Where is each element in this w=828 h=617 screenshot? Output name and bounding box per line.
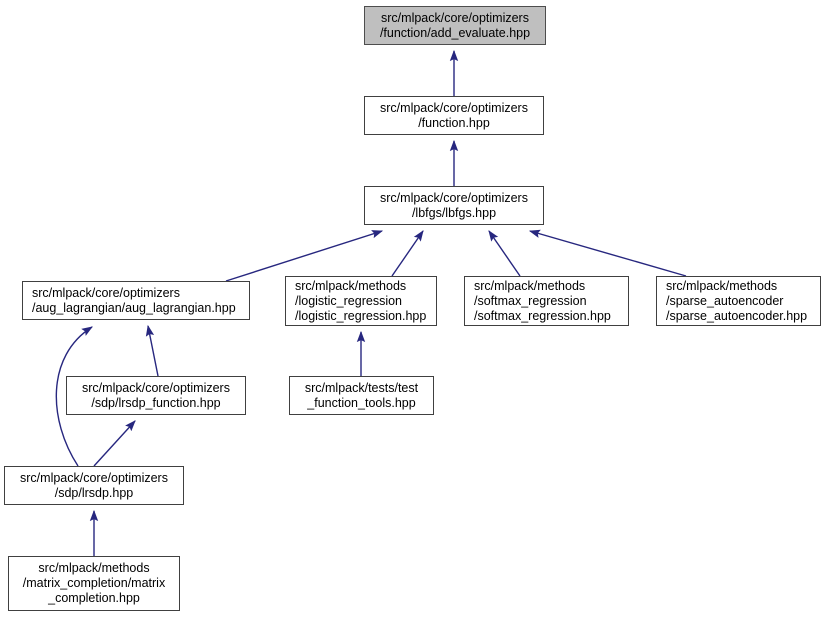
node-label-line: src/mlpack/core/optimizers	[82, 380, 230, 395]
node-label-line: /lbfgs/lbfgs.hpp	[411, 205, 497, 220]
node-aug_lagrangian[interactable]: src/mlpack/core/optimizers/aug_lagrangia…	[22, 281, 250, 320]
node-label-line: _function_tools.hpp	[307, 395, 416, 410]
node-label-line: src/mlpack/core/optimizers	[32, 285, 180, 300]
node-label-line: src/mlpack/core/optimizers	[20, 470, 168, 485]
node-label-line: /logistic_regression	[295, 293, 402, 308]
node-label-line: /aug_lagrangian/aug_lagrangian.hpp	[32, 300, 236, 315]
node-label-line: src/mlpack/core/optimizers	[380, 190, 528, 205]
node-matrix_completion[interactable]: src/mlpack/methods/matrix_completion/mat…	[8, 556, 180, 611]
edge-lrsdp-to-lrsdp-function	[93, 420, 136, 467]
node-lbfgs[interactable]: src/mlpack/core/optimizers/lbfgs/lbfgs.h…	[364, 186, 544, 225]
edge-aug-lagrangian-to-lbfgs	[225, 230, 384, 282]
node-label-line: src/mlpack/methods	[38, 561, 150, 575]
node-softmax_regression[interactable]: src/mlpack/methods/softmax_regression/so…	[464, 276, 629, 326]
node-label-line: src/mlpack/methods	[295, 278, 407, 293]
node-label-line: src/mlpack/core/optimizers	[380, 100, 528, 115]
node-label-line: src/mlpack/core/optimizers	[381, 10, 529, 25]
node-lrsdp[interactable]: src/mlpack/core/optimizers/sdp/lrsdp.hpp	[4, 466, 184, 505]
node-label-line: /logistic_regression.hpp	[295, 308, 427, 323]
node-label-line: /sdp/lrsdp_function.hpp	[91, 395, 221, 410]
node-label-line: /sdp/lrsdp.hpp	[54, 485, 134, 500]
node-label-line: /softmax_regression	[474, 293, 587, 308]
node-sparse_autoencoder[interactable]: src/mlpack/methods/sparse_autoencoder/sp…	[656, 276, 821, 326]
node-label-line: src/mlpack/methods	[474, 278, 586, 293]
edge-lrsdp-function-to-aug-lagrangian	[145, 324, 159, 377]
edge-softmax-regression-to-lbfgs	[488, 230, 521, 277]
node-label-line: src/mlpack/methods	[666, 278, 778, 293]
node-label-line: /function.hpp	[418, 115, 490, 130]
node-logistic_regression[interactable]: src/mlpack/methods/logistic_regression/l…	[285, 276, 437, 326]
node-label-line: src/mlpack/tests/test	[304, 380, 419, 395]
node-label-line: _completion.hpp	[48, 591, 140, 605]
node-label-line: /sparse_autoencoder	[666, 293, 784, 308]
node-label-line: /softmax_regression.hpp	[474, 308, 611, 323]
node-function[interactable]: src/mlpack/core/optimizers/function.hpp	[364, 96, 544, 135]
node-add_evaluate[interactable]: src/mlpack/core/optimizers/function/add_…	[364, 6, 546, 45]
node-label-line: /function/add_evaluate.hpp	[379, 25, 531, 40]
edge-sparse-autoencoder-to-lbfgs	[528, 229, 687, 277]
node-label-line: /sparse_autoencoder.hpp	[666, 308, 808, 323]
node-lrsdp_function[interactable]: src/mlpack/core/optimizers/sdp/lrsdp_fun…	[66, 376, 246, 415]
edge-logistic-regression-to-lbfgs	[391, 230, 424, 277]
node-test_function_tools[interactable]: src/mlpack/tests/test_function_tools.hpp	[289, 376, 434, 415]
node-label-line: /matrix_completion/matrix	[22, 576, 166, 590]
